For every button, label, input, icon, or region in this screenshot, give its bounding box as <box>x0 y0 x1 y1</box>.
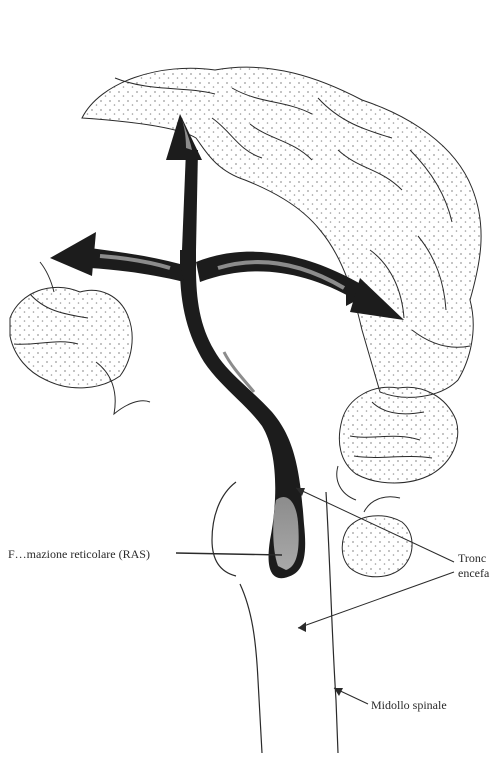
cerebellum <box>337 387 458 500</box>
left-lobe <box>10 262 150 414</box>
label-reticular-formation: F…mazione reticolare (RAS) <box>8 547 150 561</box>
leader-lines <box>176 488 454 704</box>
pons-region <box>342 497 412 577</box>
cerebral-cortex <box>82 67 481 397</box>
label-spinal-cord: Midollo spinale <box>371 698 447 712</box>
label-brainstem-line2: encefa <box>458 566 489 580</box>
label-brainstem-line1: Tronc <box>458 551 486 565</box>
